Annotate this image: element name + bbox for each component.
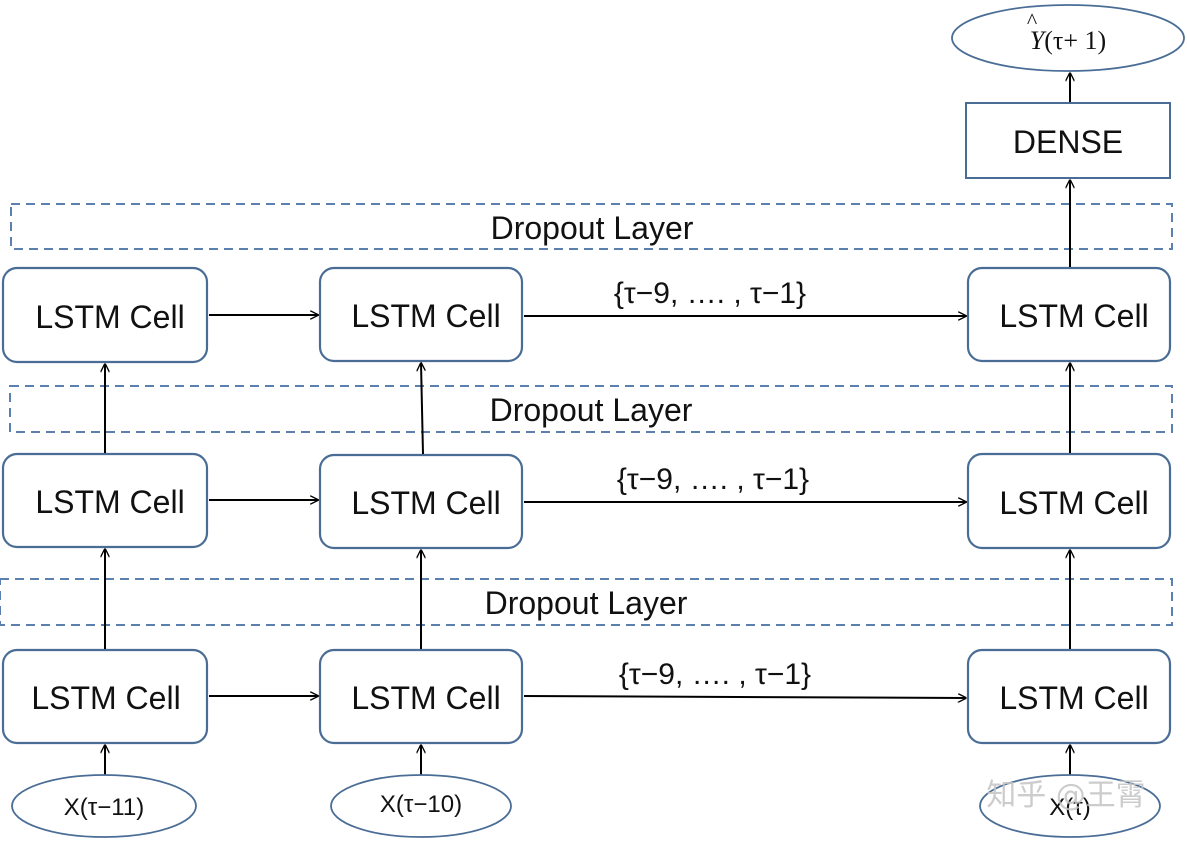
dropout-layer-top: Dropout Layer xyxy=(10,203,1173,250)
lstm-cell-r2-c3: LSTM Cell xyxy=(966,452,1172,550)
lstm-cell-r3-c2: LSTM Cell xyxy=(318,648,524,745)
output-symbol: Y xyxy=(1030,26,1047,55)
time-arrows xyxy=(209,315,966,698)
lstm-cell-label: LSTM Cell xyxy=(999,298,1148,334)
lstm-cell-r1-c2: LSTM Cell xyxy=(318,266,524,363)
dropout-label-middle: Dropout Layer xyxy=(490,392,693,428)
input-label-2: X(τ−10) xyxy=(380,791,462,818)
sequence-label-r2: {τ−9, …. , τ−1} xyxy=(617,463,809,496)
sequence-label-r1: {τ−9, …. , τ−1} xyxy=(614,277,806,310)
output-hat: ^ xyxy=(1027,8,1038,33)
lstm-cell-r2-c2: LSTM Cell xyxy=(318,453,524,550)
lstm-cell-r3-c1: LSTM Cell xyxy=(1,648,209,745)
lstm-cell-label: LSTM Cell xyxy=(999,680,1148,716)
dropout-layer-middle: Dropout Layer xyxy=(9,385,1173,433)
arrow-c2-r2-r1 xyxy=(421,363,423,455)
dense-layer: DENSE xyxy=(965,102,1171,179)
watermark: 知乎 @王霄 xyxy=(986,778,1146,813)
layer-arrows xyxy=(105,73,1070,776)
lstm-cell-label: LSTM Cell xyxy=(35,484,184,520)
lstm-cell-r3-c3: LSTM Cell xyxy=(966,648,1172,745)
lstm-cell-label: LSTM Cell xyxy=(35,299,184,335)
lstm-cell-label: LSTM Cell xyxy=(351,298,500,334)
svg-text:Y(τ+ 1): Y(τ+ 1) xyxy=(1030,26,1106,55)
lstm-cell-label: LSTM Cell xyxy=(351,680,500,716)
output-suffix: (τ+ 1) xyxy=(1044,26,1106,55)
lstm-cell-r1-c1: LSTM Cell xyxy=(1,266,209,364)
input-node-1: X(τ−11) xyxy=(11,774,197,838)
input-label-1: X(τ−11) xyxy=(64,794,144,821)
dropout-layer-bottom: Dropout Layer xyxy=(0,578,1173,626)
dense-label: DENSE xyxy=(1013,124,1123,160)
input-node-2: X(τ−10) xyxy=(330,774,512,838)
dropout-label-bottom: Dropout Layer xyxy=(485,585,688,621)
sequence-label-r3: {τ−9, …. , τ−1} xyxy=(619,658,811,691)
lstm-cell-label: LSTM Cell xyxy=(31,680,180,716)
lstm-cell-r2-c1: LSTM Cell xyxy=(1,452,209,549)
arrow-r3-c2-c3 xyxy=(523,696,966,698)
input-node-3: X(τ) xyxy=(979,774,1161,838)
output-node: Y(τ+ 1) ^ xyxy=(951,4,1185,72)
lstm-cell-label: LSTM Cell xyxy=(351,485,500,521)
dropout-label-top: Dropout Layer xyxy=(491,210,694,246)
lstm-cell-r1-c3: LSTM Cell xyxy=(966,266,1172,363)
lstm-cell-label: LSTM Cell xyxy=(999,485,1148,521)
input-label-3: X(τ) xyxy=(1049,794,1090,821)
